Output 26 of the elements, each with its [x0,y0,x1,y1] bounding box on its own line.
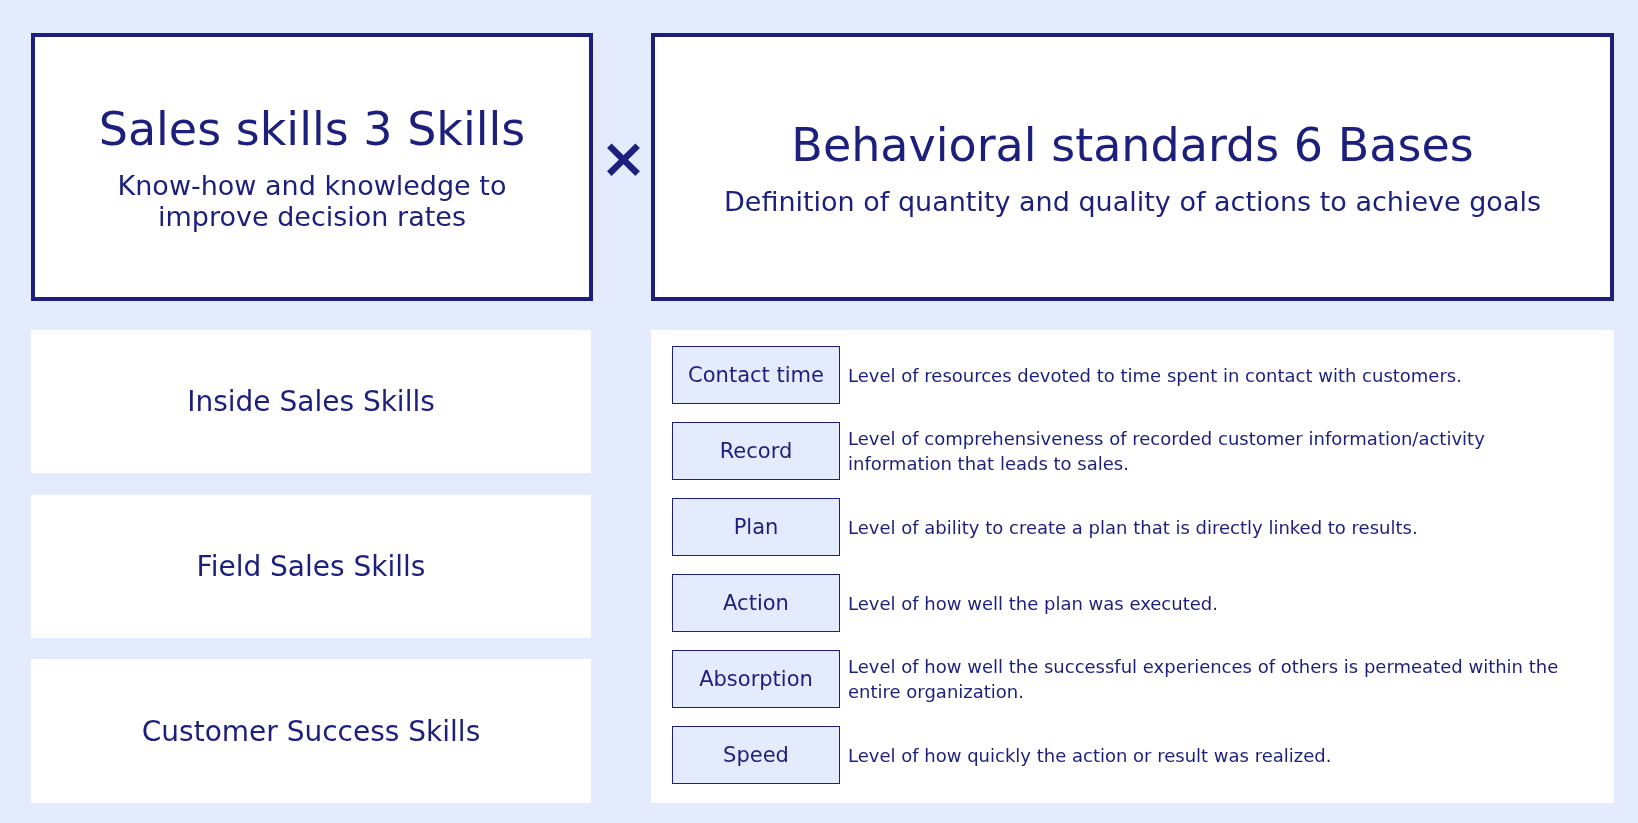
skill-text: Customer Success Skills [141,714,481,748]
description-text: Level of how well the successful experiences of others is permeated within the entire organization. [848,655,1560,704]
skill-text: Inside Sales Skills [187,385,435,418]
standard-box: Action [672,574,840,632]
description-text: Level of ability to create a plan that is directly linked to results. [848,515,1418,540]
standard-box: Record [672,422,840,480]
heading-text: Behavioral standards 6 Bases [791,117,1474,172]
description-text: Level of comprehensiveness of recorded customer information/activity information that leads to sales. [848,427,1486,476]
description-text: Level of resources devoted to time spent in contact with customers. [848,363,1462,388]
description-text: Level of how well the plan was executed. [848,591,1218,616]
skill-panel [31,659,591,803]
skill-text: Field Sales Skills [196,550,426,583]
standard-box: Plan [672,498,840,556]
heading-text: Sales skills 3 Skills [98,102,526,156]
subtitle-text: Know-how and knowledge to improve decision rates [116,170,508,232]
standard-box: Contact time [672,346,840,404]
skill-panel [31,330,591,473]
subtitle-text: Definition of quantity and quality of actions to achieve goals [724,185,1541,217]
description-text: Level of how quickly the action or result was realized. [848,743,1332,768]
heading-box [651,33,1614,301]
multiply-sign: × [600,128,644,188]
heading-box [31,33,593,301]
standard-box: Speed [672,726,840,784]
skill-panel [31,495,591,638]
standards-panel [651,330,1614,803]
standard-box: Absorption [672,650,840,708]
